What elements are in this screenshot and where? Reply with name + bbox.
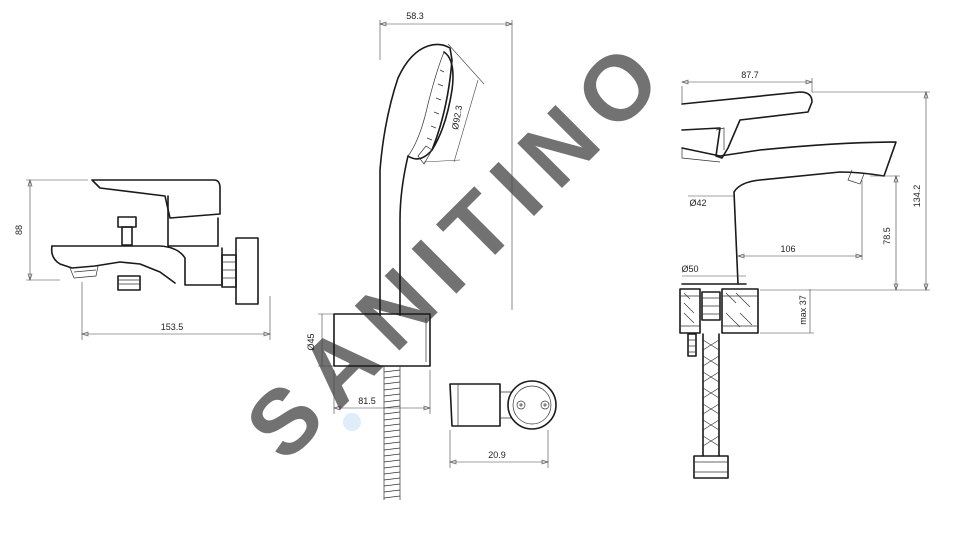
basin-hose-nut xyxy=(693,455,729,479)
basin-countertop-left xyxy=(679,288,701,334)
dim-basin-outlet-height: 78.5 xyxy=(882,227,892,245)
hand-shower-spray-face xyxy=(431,51,454,151)
hand-shower-handle xyxy=(379,43,453,316)
hand-shower-holder xyxy=(333,313,431,367)
dim-shower-head: Ø92.3 xyxy=(450,105,464,131)
bath-mixer-diverter xyxy=(117,216,137,228)
bath-mixer-lever xyxy=(91,179,221,219)
hand-shower-dimensions: 58.3 Ø92.3 Ø45 81.5 20.9 xyxy=(306,11,549,468)
bath-mixer-body xyxy=(51,245,223,286)
dim-basin-base: Ø50 xyxy=(681,264,698,274)
basin-mixer-dimensions: 87.7 Ø42 106 Ø50 78.5 134.2 max 37 xyxy=(681,70,930,334)
dim-basin-outlet-reach: 106 xyxy=(780,244,795,254)
dim-holder-width: 81.5 xyxy=(358,396,376,406)
holder-detail-bracket xyxy=(449,383,501,427)
dim-bath-height: 88 xyxy=(14,225,24,235)
holder-detail-plate xyxy=(507,380,557,430)
dim-basin-spout: Ø42 xyxy=(689,198,706,208)
basin-fixing-stud xyxy=(687,333,697,357)
dim-bath-depth: 153.5 xyxy=(161,322,184,332)
dim-basin-reach: 87.7 xyxy=(741,70,759,80)
bath-mixer-dimensions: 88 153.5 xyxy=(14,179,271,340)
dim-holder-diameter: Ø45 xyxy=(306,333,316,350)
bath-mixer-outlet xyxy=(117,275,141,291)
bath-mixer-wall-rosette xyxy=(235,237,259,305)
bath-mixer-spout xyxy=(50,245,176,284)
basin-supply-hose xyxy=(702,333,720,457)
basin-mixer-lever xyxy=(681,91,813,159)
dim-basin-max-thickness: max 37 xyxy=(798,295,808,325)
bath-mixer-view: 88 153.5 xyxy=(14,179,271,340)
dim-shower-top: 58.3 xyxy=(406,11,424,21)
watermark-dot xyxy=(343,413,361,431)
basin-mixer-spout xyxy=(681,141,897,285)
dim-basin-total-height: 134.2 xyxy=(912,185,922,208)
basin-mixer-view: 87.7 Ø42 106 Ø50 78.5 134.2 max 37 xyxy=(679,70,930,479)
hand-shower-view: 58.3 Ø92.3 Ø45 81.5 20.9 xyxy=(306,11,557,500)
bath-mixer-eccentric xyxy=(221,254,237,288)
dim-holder-plate: 20.9 xyxy=(488,450,506,460)
basin-countertop-right xyxy=(721,288,759,334)
